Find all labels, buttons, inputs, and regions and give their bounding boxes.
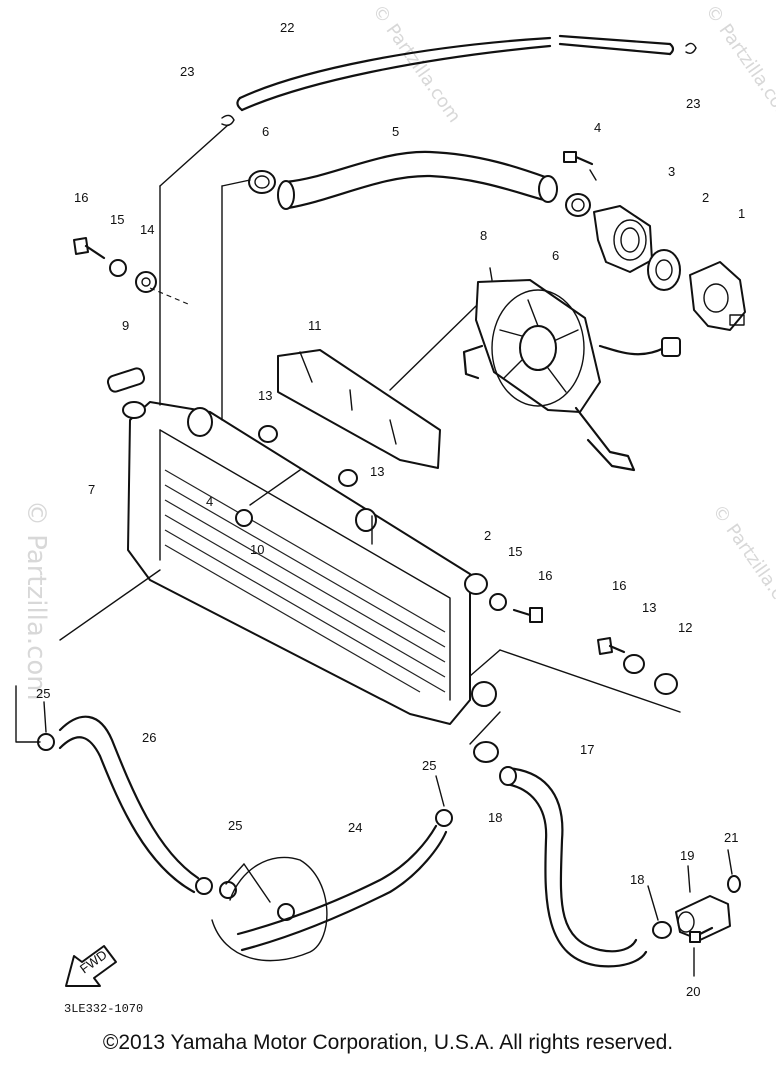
callout-25-left: 25	[36, 686, 50, 701]
callout-1: 1	[738, 206, 745, 221]
callout-22: 22	[280, 20, 294, 35]
cooling-fan-assembly[interactable]	[462, 279, 681, 472]
callout-24: 24	[348, 820, 362, 835]
callout-15-left: 15	[110, 212, 124, 227]
callout-13-right: 13	[642, 600, 656, 615]
hose-clamp-upper-left[interactable]	[248, 170, 276, 194]
overflow-hose[interactable]	[236, 34, 675, 112]
washer-right[interactable]	[489, 593, 507, 611]
grommet-left[interactable]	[135, 271, 157, 293]
callout-3: 3	[668, 164, 675, 179]
hose-clip-right[interactable]	[685, 42, 697, 55]
callout-16-left: 16	[74, 190, 88, 205]
callout-23-right: 23	[686, 96, 700, 111]
thermostat-housing[interactable]	[689, 261, 746, 331]
grommet-far-right[interactable]	[654, 673, 678, 695]
callout-16-right: 16	[538, 568, 552, 583]
hose-clip-left[interactable]	[221, 114, 235, 127]
callout-labels: 22 23 23 6 5 4 3 2 1 6 8 16 15 14 9 11 1…	[36, 20, 745, 999]
grommet-right[interactable]	[464, 573, 488, 595]
bolt-left[interactable]	[73, 237, 106, 260]
callout-10: 10	[250, 542, 264, 557]
watermark-left: © Partzilla.com	[21, 500, 51, 701]
callout-8: 8	[480, 228, 487, 243]
callout-23-left: 23	[180, 64, 194, 79]
radiator-hose-left[interactable]	[58, 715, 213, 895]
callout-2-upper: 2	[702, 190, 709, 205]
hose-clamp-right-upper[interactable]	[473, 741, 499, 763]
collar-middle[interactable]	[338, 469, 358, 487]
callout-5: 5	[392, 124, 399, 139]
forward-arrow: FWD	[65, 945, 117, 987]
bolt-right[interactable]	[512, 607, 543, 623]
diagram-reference-code: 3LE332-1070	[64, 1002, 143, 1016]
collar-far-right[interactable]	[623, 654, 645, 674]
hose-clamp-upper-right[interactable]	[565, 193, 591, 217]
watermark-right-mid: © Partzilla.com	[708, 501, 776, 627]
o-ring[interactable]	[727, 875, 741, 893]
radiator-cap-rubber[interactable]	[106, 367, 146, 393]
watermark-right: © Partzilla.com	[701, 1, 776, 127]
callout-14: 14	[140, 222, 154, 237]
callout-18-upper: 18	[488, 810, 502, 825]
copyright-notice: ©2013 Yamaha Motor Corporation, U.S.A. A…	[102, 1031, 674, 1054]
collar-upper[interactable]	[258, 425, 278, 443]
callout-26: 26	[142, 730, 156, 745]
upper-radiator-hose[interactable]	[277, 150, 558, 210]
callout-15-right: 15	[508, 544, 522, 559]
hose-clamp-right-lower[interactable]	[652, 921, 672, 939]
washer-left[interactable]	[109, 259, 127, 277]
callout-6-lower: 6	[552, 248, 559, 263]
thermostat-cover-bolt[interactable]	[563, 151, 594, 166]
callout-4-lower: 4	[206, 494, 213, 509]
callout-4-upper: 4	[594, 120, 601, 135]
bolt-far-right[interactable]	[597, 637, 626, 655]
callout-19: 19	[680, 848, 694, 863]
callout-11: 11	[308, 318, 322, 333]
thermostat[interactable]	[647, 249, 681, 291]
callout-18-lower: 18	[630, 872, 644, 887]
callout-6-upper: 6	[262, 124, 269, 139]
radiator-core-fins	[164, 469, 446, 693]
callout-2-lower: 2	[484, 528, 491, 543]
thermostat-cover[interactable]	[593, 205, 653, 273]
callout-13-middle: 13	[370, 464, 384, 479]
callout-7: 7	[88, 482, 95, 497]
callout-13-upper: 13	[258, 388, 272, 403]
callout-25-right: 25	[422, 758, 436, 773]
callout-17: 17	[580, 742, 594, 757]
callout-9: 9	[122, 318, 129, 333]
water-pipe-joint[interactable]	[675, 895, 731, 941]
radiator-hose-right[interactable]	[499, 766, 648, 968]
callout-16-far-right: 16	[612, 578, 626, 593]
callout-21: 21	[724, 830, 738, 845]
joint-bolt[interactable]	[689, 926, 714, 943]
callout-12: 12	[678, 620, 692, 635]
callout-20: 20	[686, 984, 700, 999]
radiator-hose-lower[interactable]	[211, 824, 448, 962]
damper[interactable]	[235, 509, 253, 527]
radiator[interactable]	[122, 401, 497, 725]
radiator-shroud[interactable]	[277, 349, 441, 469]
hose-clamp-right-small[interactable]	[435, 809, 453, 827]
callout-25-lower: 25	[228, 818, 242, 833]
leader-lines	[15, 124, 733, 977]
